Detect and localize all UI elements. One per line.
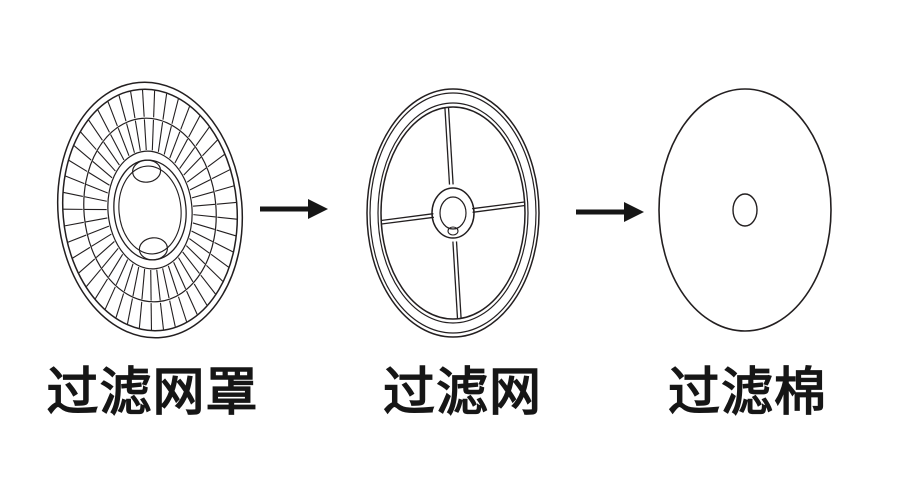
filter-cotton-illustration — [658, 88, 832, 332]
filter-mesh-figure — [353, 73, 553, 353]
cover-center-oval-inner — [118, 165, 182, 255]
cover-outer-rim — [56, 81, 244, 339]
label-filter-mesh-cover: 过滤网罩 — [46, 364, 259, 422]
cover-band-separator — [83, 117, 217, 303]
filter-mesh-cover-figure — [50, 70, 250, 350]
cover-inner-slats — [84, 119, 216, 301]
filter-mesh-cover-illustration — [56, 81, 244, 339]
mesh-hub-detail — [447, 226, 459, 236]
mesh-ring-inner — [377, 102, 529, 324]
cover-center-oval — [113, 159, 187, 261]
mesh-spokes — [380, 107, 526, 319]
right-arrow-icon — [260, 199, 328, 219]
cotton-center-hole — [732, 193, 758, 227]
cover-inner-band-edge — [107, 150, 193, 270]
cover-bottom-hole — [138, 237, 168, 261]
cover-inner-rim — [61, 88, 239, 332]
mesh-ring-inner-edge — [380, 106, 526, 320]
arrow-icon — [258, 196, 330, 227]
right-arrow-icon — [576, 202, 644, 222]
cotton-disc — [658, 88, 832, 332]
filter-cotton-figure — [655, 85, 835, 335]
mesh-outer-rim — [366, 88, 540, 338]
cover-outer-slats — [63, 89, 237, 331]
mesh-outer-rim-inner — [369, 92, 537, 334]
cover-top-hole — [132, 159, 162, 183]
mesh-hub-inner — [439, 196, 467, 230]
label-filter-cotton: 过滤棉 — [667, 364, 827, 422]
label-filter-mesh: 过滤网 — [382, 364, 542, 422]
filter-mesh-illustration — [366, 88, 540, 338]
mesh-hub — [431, 187, 475, 239]
arrow-icon — [574, 199, 646, 230]
